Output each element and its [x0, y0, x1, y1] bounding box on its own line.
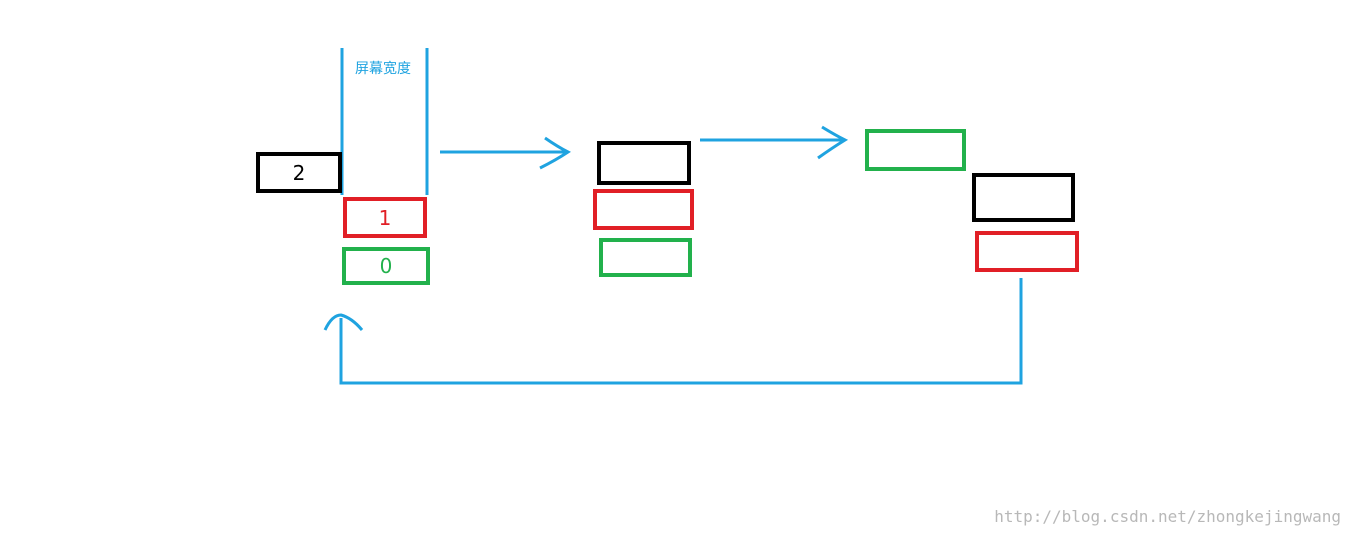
stage3-red-box	[975, 231, 1079, 272]
stage1-black-box: 2	[256, 152, 342, 193]
arrow-stage1-to-stage2	[440, 136, 571, 170]
loop-back-arrow	[323, 278, 1023, 385]
arrow-stage2-to-stage3	[700, 125, 849, 160]
stage2-green-box	[599, 238, 692, 277]
watermark-url: http://blog.csdn.net/zhongkejingwang	[994, 507, 1341, 526]
stage3-green-box	[865, 129, 966, 171]
screen-width-label: 屏幕宽度	[355, 61, 411, 77]
stage2-red-box	[593, 189, 694, 230]
stage2-black-box	[597, 141, 691, 185]
stage3-black-box	[972, 173, 1075, 222]
stage1-green-box: 0	[342, 247, 430, 285]
stage1-red-box: 1	[343, 197, 427, 238]
